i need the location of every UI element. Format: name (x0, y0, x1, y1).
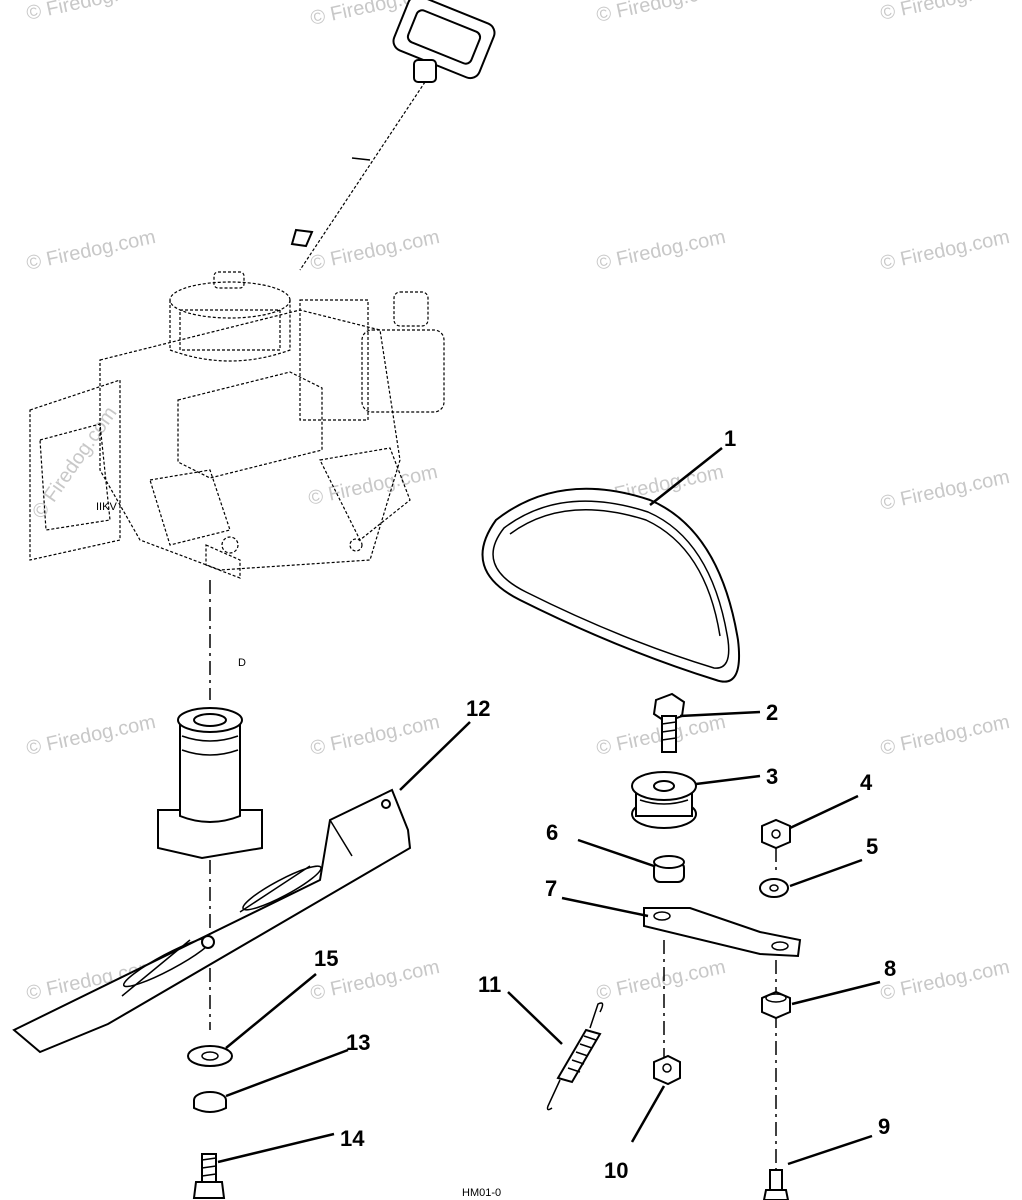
spring (546, 1002, 604, 1111)
callout-14: 14 (340, 1126, 365, 1151)
callout-11: 11 (478, 972, 501, 997)
callout-2: 2 (766, 700, 778, 725)
callout-1: 1 (724, 426, 736, 451)
belt (481, 487, 740, 683)
callout-4: 4 (860, 770, 873, 795)
callout-3: 3 (766, 764, 778, 789)
watermark: © Firedog.com (594, 0, 727, 27)
watermark: © Firedog.com (24, 226, 157, 275)
watermark: © Firedog.com (594, 956, 727, 1005)
watermark: © Firedog.com (24, 0, 157, 25)
engine: D IIKV (29, 271, 445, 669)
blade-bolt (192, 1153, 226, 1199)
leader-lines (217, 447, 881, 1166)
callout-13: 13 (346, 1030, 370, 1055)
blade-washer (187, 1045, 233, 1067)
lock-washer (193, 1091, 227, 1113)
watermark: © Firedog.com (308, 226, 441, 275)
engine-nameplate: IIKV (96, 501, 117, 513)
watermark: © Firedog.com (308, 711, 441, 760)
idler-bracket (643, 907, 802, 958)
callout-15: 15 (314, 946, 338, 971)
callout-9: 9 (878, 1114, 890, 1139)
callout-7: 7 (545, 876, 557, 901)
watermarks: © Firedog.com © Firedog.com © Firedog.co… (24, 0, 1011, 1005)
callout-6: 6 (546, 820, 558, 845)
callouts: 1 2 3 4 5 6 7 8 9 10 11 12 15 13 14 (314, 426, 896, 1183)
blade (12, 788, 412, 1054)
watermark: © Firedog.com (24, 711, 157, 760)
dipstick (290, 0, 496, 271)
watermark: © Firedog.com (878, 956, 1011, 1005)
watermark: © Firedog.com (878, 711, 1011, 760)
callout-8: 8 (884, 956, 896, 981)
lock-nut-bottom (653, 1054, 681, 1086)
blade-adapter (157, 707, 263, 860)
spacer (653, 855, 685, 883)
watermark: © Firedog.com (594, 226, 727, 275)
diagram-code: HM01-0 (462, 1187, 501, 1199)
callout-5: 5 (866, 834, 878, 859)
watermark: © Firedog.com (878, 466, 1011, 515)
bushing (761, 990, 791, 1020)
watermark: © Firedog.com (878, 226, 1011, 275)
watermark: © Firedog.com (306, 461, 439, 510)
pulley-bolt (652, 692, 686, 753)
small-label: D (238, 657, 246, 669)
lock-nut-top (761, 818, 791, 850)
watermark: © Firedog.com (878, 0, 1011, 25)
callout-10: 10 (604, 1158, 628, 1183)
callout-12: 12 (466, 696, 490, 721)
idler-pulley (631, 771, 697, 829)
washer-right (759, 878, 789, 898)
bracket-bolt (762, 1169, 790, 1200)
